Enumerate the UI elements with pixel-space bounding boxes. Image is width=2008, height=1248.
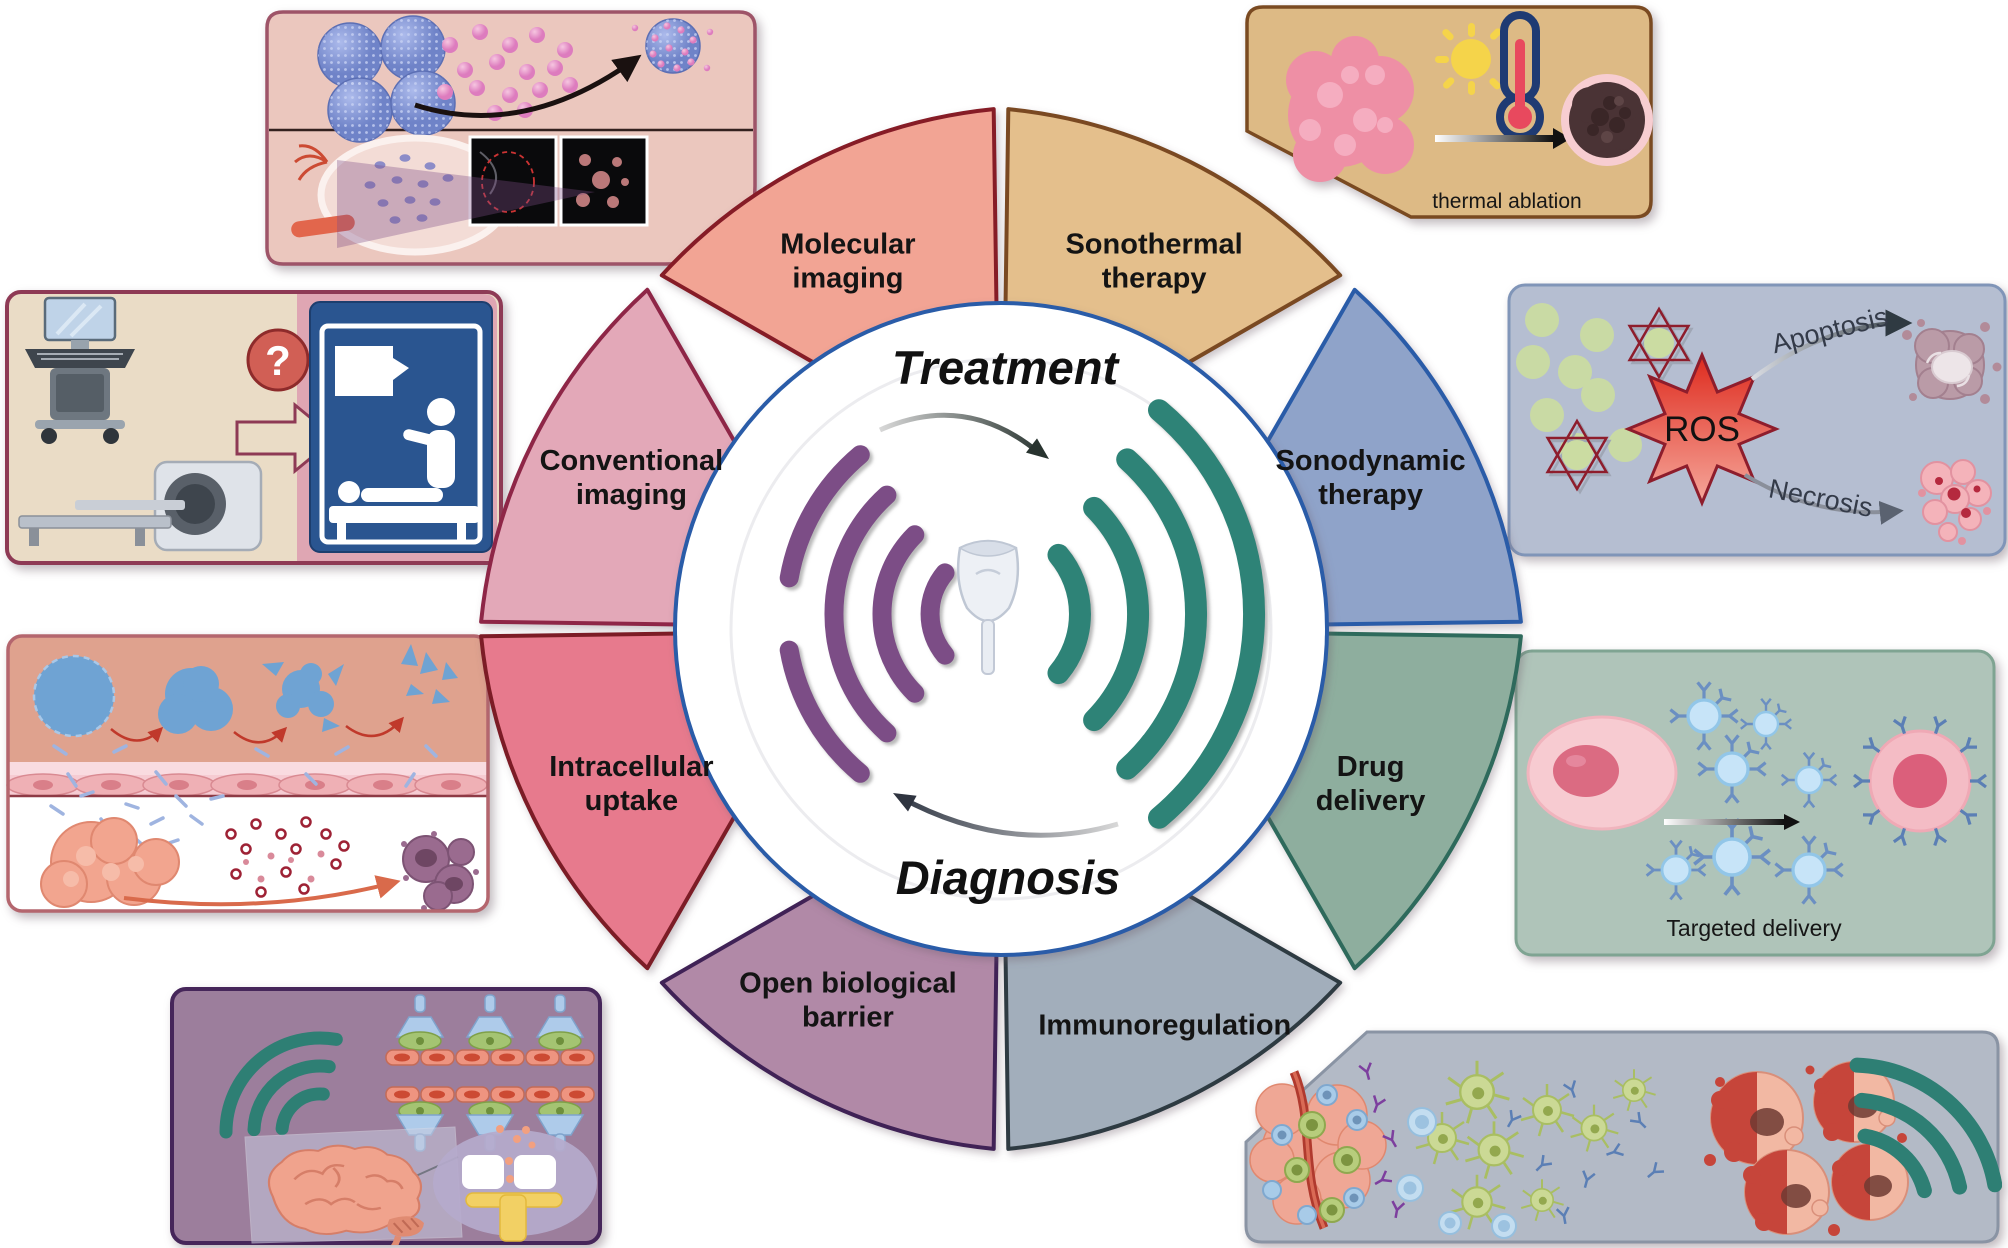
treatment-label: Treatment [892,341,1121,394]
cavitation-arrows [110,716,404,744]
question-mark-icon: ? [246,328,310,392]
necrosis-arrow-icon [1743,473,1904,525]
tumor-icon [1286,36,1414,182]
loading-arrow-icon [414,54,642,118]
ultrasound-waves-icon [219,1031,343,1139]
tight-junction-opening-icon [433,1125,597,1242]
wheel-segment-label-sonodynamic-therapy: therapy [1318,479,1423,511]
thermometer-icon [1496,11,1544,141]
wheel-segment-label-open-biological-barrier: Open biological [739,968,957,1000]
thermal-ablation-caption: thermal ablation [1432,190,1581,213]
counterclockwise-arrow-icon [893,793,1119,838]
wheel-segment-label-drug-delivery: delivery [1316,785,1426,817]
wheel-segment-label-drug-delivery: Drug [1337,751,1405,783]
delivery-arrow-icon [1664,814,1800,830]
tumor-with-immune-cells-icon [1249,1061,1406,1230]
immunoregulation-panel [1244,1030,2002,1244]
question-mark-label: ? [265,337,291,384]
green-immune-cells-icon [1284,1111,1361,1223]
blue-immune-cells-icon [1262,1084,1368,1225]
targeted-cell-icon [1852,714,1988,848]
ros-burst-icon: ROS [1624,351,1780,507]
sonosensitizer-star-icon [1545,306,1694,495]
target-cells-icon [401,831,479,911]
ros-label: ROS [1664,410,1740,449]
ablation-arrow-icon [1435,128,1571,149]
released-drug-particles-icon [225,816,350,898]
transducer-bar-icon [291,214,355,238]
wheel-segment-label-conventional-imaging: Conventional [540,445,724,477]
sonodynamic-therapy-panel: ROS Apoptosis Necrosis [1507,283,2007,557]
sonothermal-therapy-panel: thermal ablation [1245,5,1653,219]
untargeted-cell-icon [1526,715,1678,831]
ultrasound-image-icon [468,135,649,227]
wheel-segment-label-conventional-imaging: imaging [576,479,687,511]
tumor-cells-under-attack-icon [1704,1061,1909,1236]
wheel-segment-label-molecular-imaging: imaging [792,262,903,294]
targeted-delivery-caption: Targeted delivery [1666,915,1842,941]
sonography-exam-sign-icon [309,301,493,553]
wheel-segment-label-sonothermal-therapy: Sonothermal [1065,228,1242,260]
clockwise-arrow-icon [878,412,1049,459]
purple-waves-icon [779,445,955,783]
ultrasound-probe-icon [956,539,1020,675]
intracellular-uptake-panel [6,634,490,913]
ultrasound-beam-icon [337,160,595,248]
necrotic-cell-icon [1918,459,1992,545]
wheel-segment-label-molecular-imaging: Molecular [780,228,915,260]
conventional-imaging-panel: ? [5,290,503,565]
ultrasound-cart-icon [25,296,135,444]
wheel-segment-label-sonothermal-therapy: therapy [1102,262,1207,294]
wheel-segment-label-intracellular-uptake: uptake [585,785,678,817]
microbubbles-in-tumor-icon [364,154,454,224]
molecular-imaging-panel [265,10,757,266]
ablated-tumor-icon [1561,74,1653,166]
wheel-segment-label-intracellular-uptake: Intracellular [549,751,713,783]
cavitation-bubble-sequence-icon [32,644,458,738]
heat-sun-icon [1435,23,1502,95]
drug-delivery-panel: Targeted delivery [1514,649,1996,957]
wheel-segment-label-immunoregulation: Immunoregulation [1038,1009,1291,1041]
teal-waves-icon [1047,399,1265,829]
ultrasound-waves-icon [1849,1057,2002,1199]
tissue-band [8,636,488,762]
open-biological-barrier-panel [170,987,602,1245]
wheel-segment-label-sonodynamic-therapy: Sonodynamic [1276,445,1466,477]
brain-icon [267,1144,424,1245]
apoptosis-arrow-icon [1750,309,1913,381]
wheel-segment-label-open-biological-barrier: barrier [802,1002,894,1034]
mri-scanner-icon [18,460,263,552]
tumor-mass-icon [40,817,180,908]
lymphocytes-icon [1396,1107,1517,1239]
uptake-arrow-icon [123,875,401,907]
apoptotic-cell-icon [1902,319,2002,404]
targeted-microbubble-icon [631,18,714,74]
diagnosis-label: Diagnosis [896,851,1121,904]
